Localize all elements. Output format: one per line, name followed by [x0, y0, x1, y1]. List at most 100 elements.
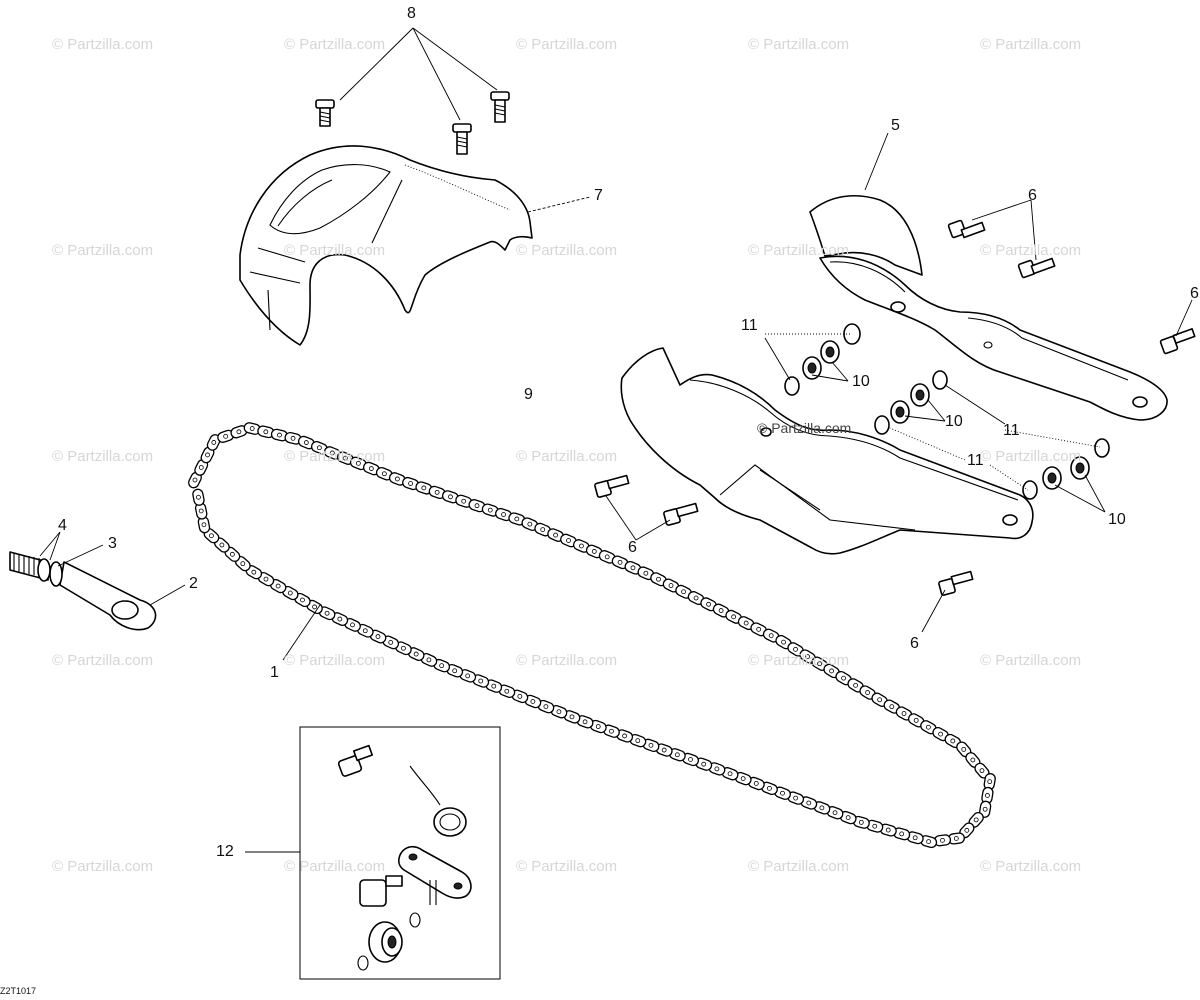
chain-pin: [845, 815, 851, 820]
chain-pin: [630, 565, 636, 571]
washer-11-b[interactable]: [784, 376, 800, 396]
nut-10-f[interactable]: [1042, 466, 1062, 490]
chain-pin: [240, 561, 246, 567]
washer-11-c[interactable]: [932, 370, 948, 390]
tensioner-spring[interactable]: [409, 765, 467, 837]
tensioner-bolt[interactable]: [337, 744, 374, 777]
tensioner-shoulder-bolt[interactable]: [359, 875, 403, 907]
bolt-8-a[interactable]: [315, 99, 335, 127]
chain-pin: [938, 731, 944, 737]
callout-1: 1: [270, 664, 279, 681]
tensioner-arm[interactable]: [398, 845, 472, 905]
bolt-6-d[interactable]: [594, 474, 630, 498]
watermark: © Partzilla.com: [980, 448, 1082, 465]
watermark: © Partzilla.com: [284, 652, 386, 669]
chain-pin: [926, 839, 932, 845]
chain-pin: [578, 543, 584, 549]
chain-pin: [668, 583, 674, 588]
chain-guard-lower[interactable]: [620, 347, 1034, 555]
callout-7: 7: [594, 187, 603, 204]
nut-10-a[interactable]: [820, 340, 840, 364]
chain-pin: [819, 805, 825, 811]
nut-4[interactable]: [37, 558, 51, 582]
chain-pin: [805, 654, 810, 659]
bolt-6-e[interactable]: [663, 502, 699, 526]
watermark: © Partzilla.com: [284, 448, 386, 465]
chain-pin: [566, 538, 571, 543]
callout-6: 6: [1028, 187, 1037, 204]
chain-pin: [987, 779, 993, 785]
bolt-6-b[interactable]: [1017, 257, 1056, 279]
chain-pin: [768, 633, 774, 639]
watermark: © Partzilla.com: [516, 858, 618, 875]
watermark: © Partzilla.com: [52, 858, 154, 875]
chain-pin: [832, 810, 838, 816]
callout-2: 2: [189, 575, 198, 592]
tensioner-clip-a[interactable]: [409, 912, 421, 928]
chain-pin: [591, 549, 597, 554]
chain-pin: [780, 790, 785, 796]
chain-pin: [853, 682, 859, 688]
chain-pin: [198, 508, 204, 514]
callout-11: 11: [1003, 422, 1020, 439]
chain-pin: [434, 489, 440, 495]
leader-line-1: [282, 604, 321, 661]
nut-10-e[interactable]: [1070, 456, 1090, 480]
watermark: © Partzilla.com: [516, 36, 618, 53]
bolt-6-c[interactable]: [1159, 328, 1196, 355]
chain-pin: [926, 724, 931, 730]
chain-pin: [478, 678, 484, 684]
washer-11-e[interactable]: [1094, 438, 1110, 458]
leader-lines-8: [339, 27, 498, 121]
nut-10-b[interactable]: [802, 356, 822, 380]
adjuster-bolt-2[interactable]: [9, 551, 157, 631]
callout-6: 6: [628, 539, 637, 556]
watermark: © Partzilla.com: [52, 652, 154, 669]
chain-pin: [426, 657, 432, 663]
chain-guard-right[interactable]: [809, 194, 1168, 421]
chain-pin: [781, 639, 786, 645]
chain-pin: [609, 728, 614, 734]
chain-pin: [622, 733, 628, 739]
chain-guard-upper[interactable]: [239, 145, 533, 346]
bolt-8-b[interactable]: [452, 123, 472, 155]
chain-pin: [381, 471, 387, 477]
tensioner-clip-b[interactable]: [357, 955, 369, 971]
washer-11-d[interactable]: [874, 415, 890, 435]
watermark: © Partzilla.com: [516, 242, 618, 259]
washer-3[interactable]: [49, 561, 63, 587]
chain-pin: [219, 542, 225, 548]
chain-pin: [312, 604, 318, 610]
chain-pin: [661, 747, 667, 753]
nut-10-d[interactable]: [890, 400, 910, 424]
tensioner-roller[interactable]: [368, 921, 403, 963]
chain-pin: [275, 583, 281, 589]
drive-chain[interactable]: [187, 422, 996, 849]
chain-pin: [858, 819, 864, 825]
watermark: © Partzilla.com: [516, 652, 618, 669]
watermark: © Partzilla.com: [516, 448, 618, 465]
chain-pin: [569, 714, 575, 720]
chain-pin: [263, 576, 269, 582]
bolt-8-c[interactable]: [490, 91, 510, 123]
watermark: © Partzilla.com: [980, 858, 1082, 875]
callout-12: 12: [216, 843, 234, 860]
chain-pin: [452, 668, 458, 674]
nut-10-c[interactable]: [910, 383, 930, 407]
chain-pin: [388, 640, 394, 645]
chain-pin: [196, 494, 201, 500]
bolt-6-a[interactable]: [947, 219, 986, 239]
chain-pin: [303, 440, 309, 445]
callout-10: 10: [852, 373, 870, 390]
chain-pin: [767, 785, 772, 791]
chain-pin: [501, 512, 506, 517]
chain-pin: [491, 683, 497, 689]
bolt-6-f[interactable]: [938, 570, 974, 596]
chain-pin: [337, 616, 343, 622]
callout-6: 6: [910, 635, 919, 652]
watermark: © Partzilla.com: [980, 652, 1082, 669]
watermark: © Partzilla.com: [748, 652, 850, 669]
chain-pin: [617, 559, 623, 565]
chain-pin: [979, 768, 985, 774]
washer-11-f[interactable]: [1022, 480, 1038, 500]
